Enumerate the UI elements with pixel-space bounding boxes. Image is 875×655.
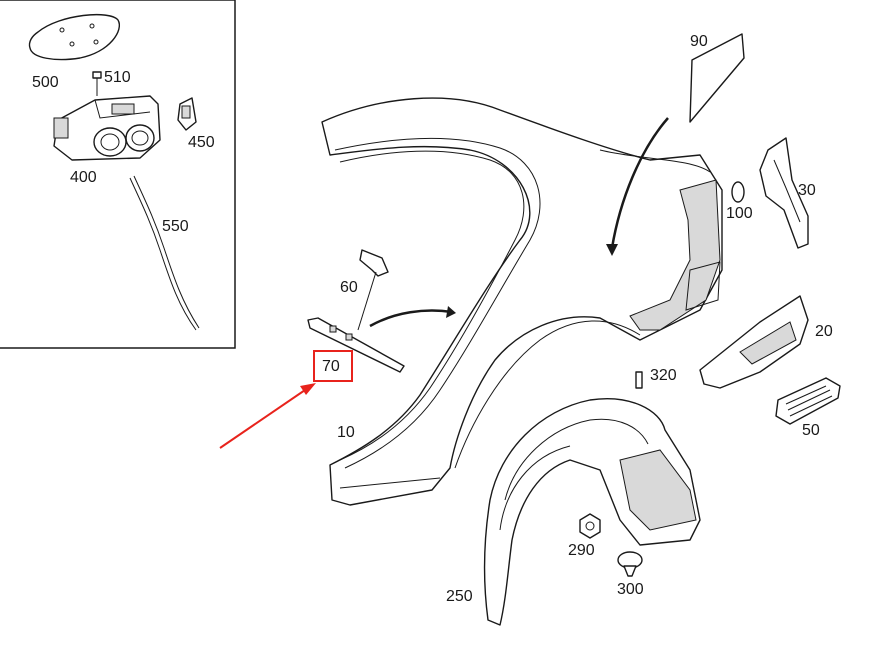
part-290-nut[interactable] (579, 513, 601, 539)
part-300-clip[interactable] (617, 551, 643, 577)
label-400: 400 (70, 169, 97, 186)
part-30-bracket[interactable] (759, 137, 809, 249)
label-510: 510 (104, 69, 131, 86)
part-100-grommet[interactable] (731, 181, 745, 203)
part-20-reinforcement[interactable] (699, 295, 809, 389)
label-450: 450 (188, 134, 215, 151)
inset-box: 500 510 450 400 550 (0, 0, 236, 349)
label-250: 250 (446, 588, 473, 605)
part-50-vent-grille[interactable] (775, 377, 841, 425)
part-550-drain-hose[interactable] (129, 175, 200, 331)
arrow-glass-to-panel (606, 117, 669, 256)
label-50: 50 (802, 422, 820, 439)
part-70-seal-strip[interactable] (307, 317, 405, 373)
label-320: 320 (650, 367, 677, 384)
highlight-part-70 (313, 350, 353, 382)
part-320-clip[interactable] (635, 371, 643, 389)
label-60: 60 (340, 279, 358, 296)
part-10-side-panel[interactable] (321, 97, 723, 506)
label-300: 300 (617, 581, 644, 598)
part-90-quarter-glass[interactable] (689, 33, 745, 123)
arrow-strap-to-panel (369, 306, 456, 328)
part-400-filler-housing[interactable] (53, 95, 161, 161)
part-60-strap[interactable] (357, 249, 389, 331)
label-550: 550 (162, 218, 189, 235)
label-90: 90 (690, 33, 708, 50)
label-500: 500 (32, 74, 59, 91)
label-30: 30 (798, 182, 816, 199)
part-450-actuator[interactable] (177, 97, 197, 131)
part-500-fuel-door[interactable] (28, 14, 120, 61)
part-510-screw[interactable] (92, 71, 102, 96)
label-10: 10 (337, 424, 355, 441)
red-pointer-arrow (219, 383, 316, 449)
label-70: 70 (322, 358, 340, 375)
part-250-wheel-liner[interactable] (483, 398, 701, 626)
label-290: 290 (568, 542, 595, 559)
label-100: 100 (726, 205, 753, 222)
label-20: 20 (815, 323, 833, 340)
